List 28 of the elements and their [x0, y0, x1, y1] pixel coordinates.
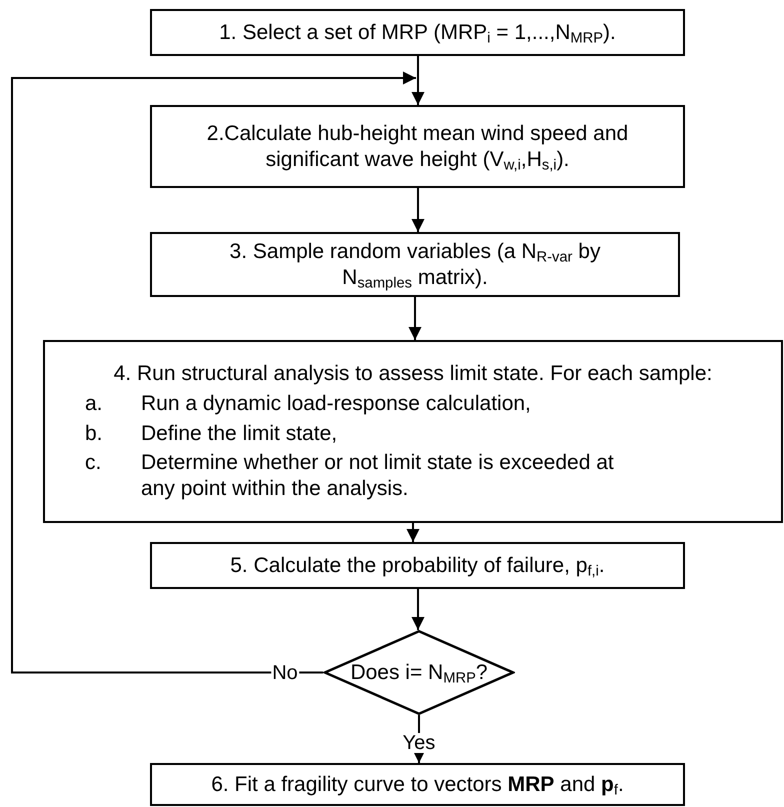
arrow [408, 297, 422, 340]
arrow [412, 589, 424, 630]
process-box [150, 542, 685, 589]
step-text: 5. Calculate the probability of failure, p$_{f,i}$. [230, 552, 605, 578]
process-box [43, 340, 783, 523]
arrow [412, 56, 424, 105]
process-box [150, 232, 680, 297]
list-marker: c. [85, 450, 102, 476]
arrow [412, 188, 424, 232]
list-item-text: Determine whether or not limit state is exceeded at any point within the analysis. [141, 450, 615, 502]
edge-label: Yes [402, 733, 436, 753]
step-text: 1. Select a set of MRP (MRP$_{i}$ = 1,...,N$_{MRP}$). [219, 20, 616, 46]
decision-text: Does i= N$_{MRP}$? [350, 660, 488, 686]
list-marker: a. [85, 391, 104, 417]
arrow [406, 523, 420, 542]
step-text: 3. Sample random variables (a N$_{R-var}$ by N$_{samples}$ matrix). [228, 238, 602, 290]
list-marker: b. [85, 420, 104, 446]
list-item-text: Run a dynamic load-response calculation, [141, 391, 532, 417]
decision-diamond [323, 630, 515, 715]
edge-label: No [271, 662, 299, 682]
process-box [150, 105, 685, 188]
step-text: 2.Calculate hub-height mean wind speed and significant wave height (V$_{w,i}$,H$_{s,i}$). [206, 120, 630, 172]
step-heading: 4. Run structural analysis to assess limit state. For each sample: [114, 361, 712, 388]
arrow [11, 72, 416, 674]
process-box [150, 763, 685, 806]
process-box [150, 9, 685, 56]
step-text: 6. Fit a fragility curve to vectors MRP and p$_{f}$. [211, 772, 624, 798]
list-item-text: Define the limit state, [141, 420, 338, 446]
